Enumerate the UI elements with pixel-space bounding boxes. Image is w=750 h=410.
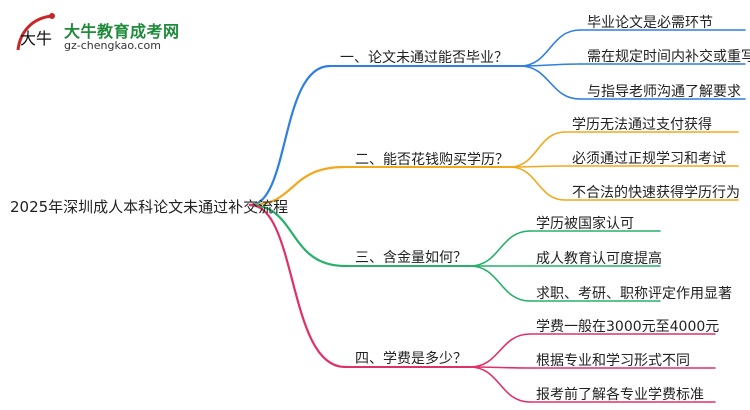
leaf-2-2: 必须通过正规学习和考试 xyxy=(572,151,726,167)
leaf-connector-2-3 xyxy=(509,166,566,201)
branch-topic-1: 一、论文未通过能否毕业？ xyxy=(340,50,508,66)
logo-mark-icon: 大牛 xyxy=(16,13,55,51)
root-connector-2 xyxy=(248,165,347,207)
leaf-connector-4-1 xyxy=(469,333,531,368)
root-connector-4 xyxy=(248,203,347,369)
branch-topic-3: 三、含金量如何？ xyxy=(355,250,467,266)
site-logo[interactable]: 大牛 大牛教育成考网 gz-chengkao.com xyxy=(12,10,192,56)
leaf-3-3: 求职、考研、职称评定作用显著 xyxy=(536,286,732,302)
leaf-4-1: 学费一般在3000元至4000元 xyxy=(536,319,720,335)
branch-topic-2: 二、能否花钱购买学历？ xyxy=(355,152,509,168)
root-connector-3 xyxy=(248,203,347,268)
leaf-connector-1-3 xyxy=(519,65,581,100)
leaf-connector-3-3 xyxy=(469,265,531,302)
logo-url: gz-chengkao.com xyxy=(64,39,161,52)
leaf-2-1: 学历无法通过支付获得 xyxy=(572,117,712,133)
leaf-3-1: 学历被国家认可 xyxy=(536,216,634,232)
leaf-2-3: 不合法的快速获得学历行为 xyxy=(572,185,740,201)
logo-title: 大牛教育成考网 xyxy=(64,22,180,41)
leaf-4-2: 根据专业和学习形式不同 xyxy=(536,353,690,369)
leaf-connector-4-3 xyxy=(469,366,531,403)
leaf-connector-2-1 xyxy=(509,131,566,168)
leaf-4-3: 报考前了解各专业学费标准 xyxy=(536,387,704,403)
leaf-1-1: 毕业论文是必需环节 xyxy=(587,15,713,31)
leaf-connector-1-1 xyxy=(519,29,581,67)
leaf-3-2: 成人教育认可度提高 xyxy=(536,251,662,267)
root-topic: 2025年深圳成人本科论文未通过补交流程 xyxy=(10,198,289,216)
leaf-1-2: 需在规定时间内补交或重写 xyxy=(587,49,750,65)
logo-mark-text: 大牛 xyxy=(20,29,52,48)
leaf-connector-3-1 xyxy=(469,230,531,267)
root-connector-1 xyxy=(248,64,332,207)
branch-topic-4: 四、学费是多少？ xyxy=(355,351,467,367)
leaf-1-3: 与指导老师沟通了解要求 xyxy=(587,84,741,100)
